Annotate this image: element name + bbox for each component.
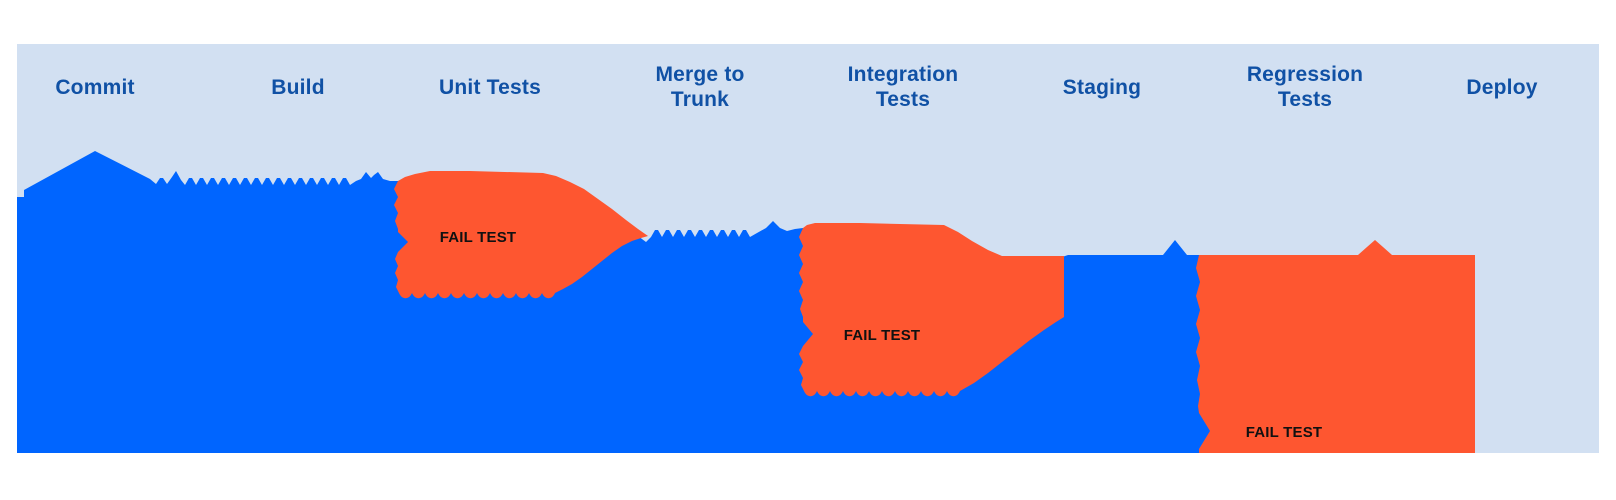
stage-label-regression-tests: Regression Tests — [1246, 63, 1364, 111]
stage-label-commit: Commit — [55, 75, 135, 99]
stage-label-build: Build — [271, 75, 325, 99]
fail-region-unit-tests — [394, 171, 648, 299]
fail-region-regression-tests — [1196, 240, 1475, 453]
fail-test-label-1: FAIL TEST — [439, 229, 517, 246]
fail-test-label-3: FAIL TEST — [1245, 424, 1323, 441]
stage-label-merge-to-trunk: Merge to Trunk — [655, 63, 745, 111]
fail-region-integration-tests — [799, 223, 1064, 397]
stage-label-deploy: Deploy — [1466, 75, 1538, 99]
fail-test-label-2: FAIL TEST — [843, 327, 921, 344]
stage-label-staging: Staging — [1062, 75, 1142, 99]
stage-label-unit-tests: Unit Tests — [439, 75, 541, 99]
stage-label-integration-tests: Integration Tests — [847, 63, 959, 111]
